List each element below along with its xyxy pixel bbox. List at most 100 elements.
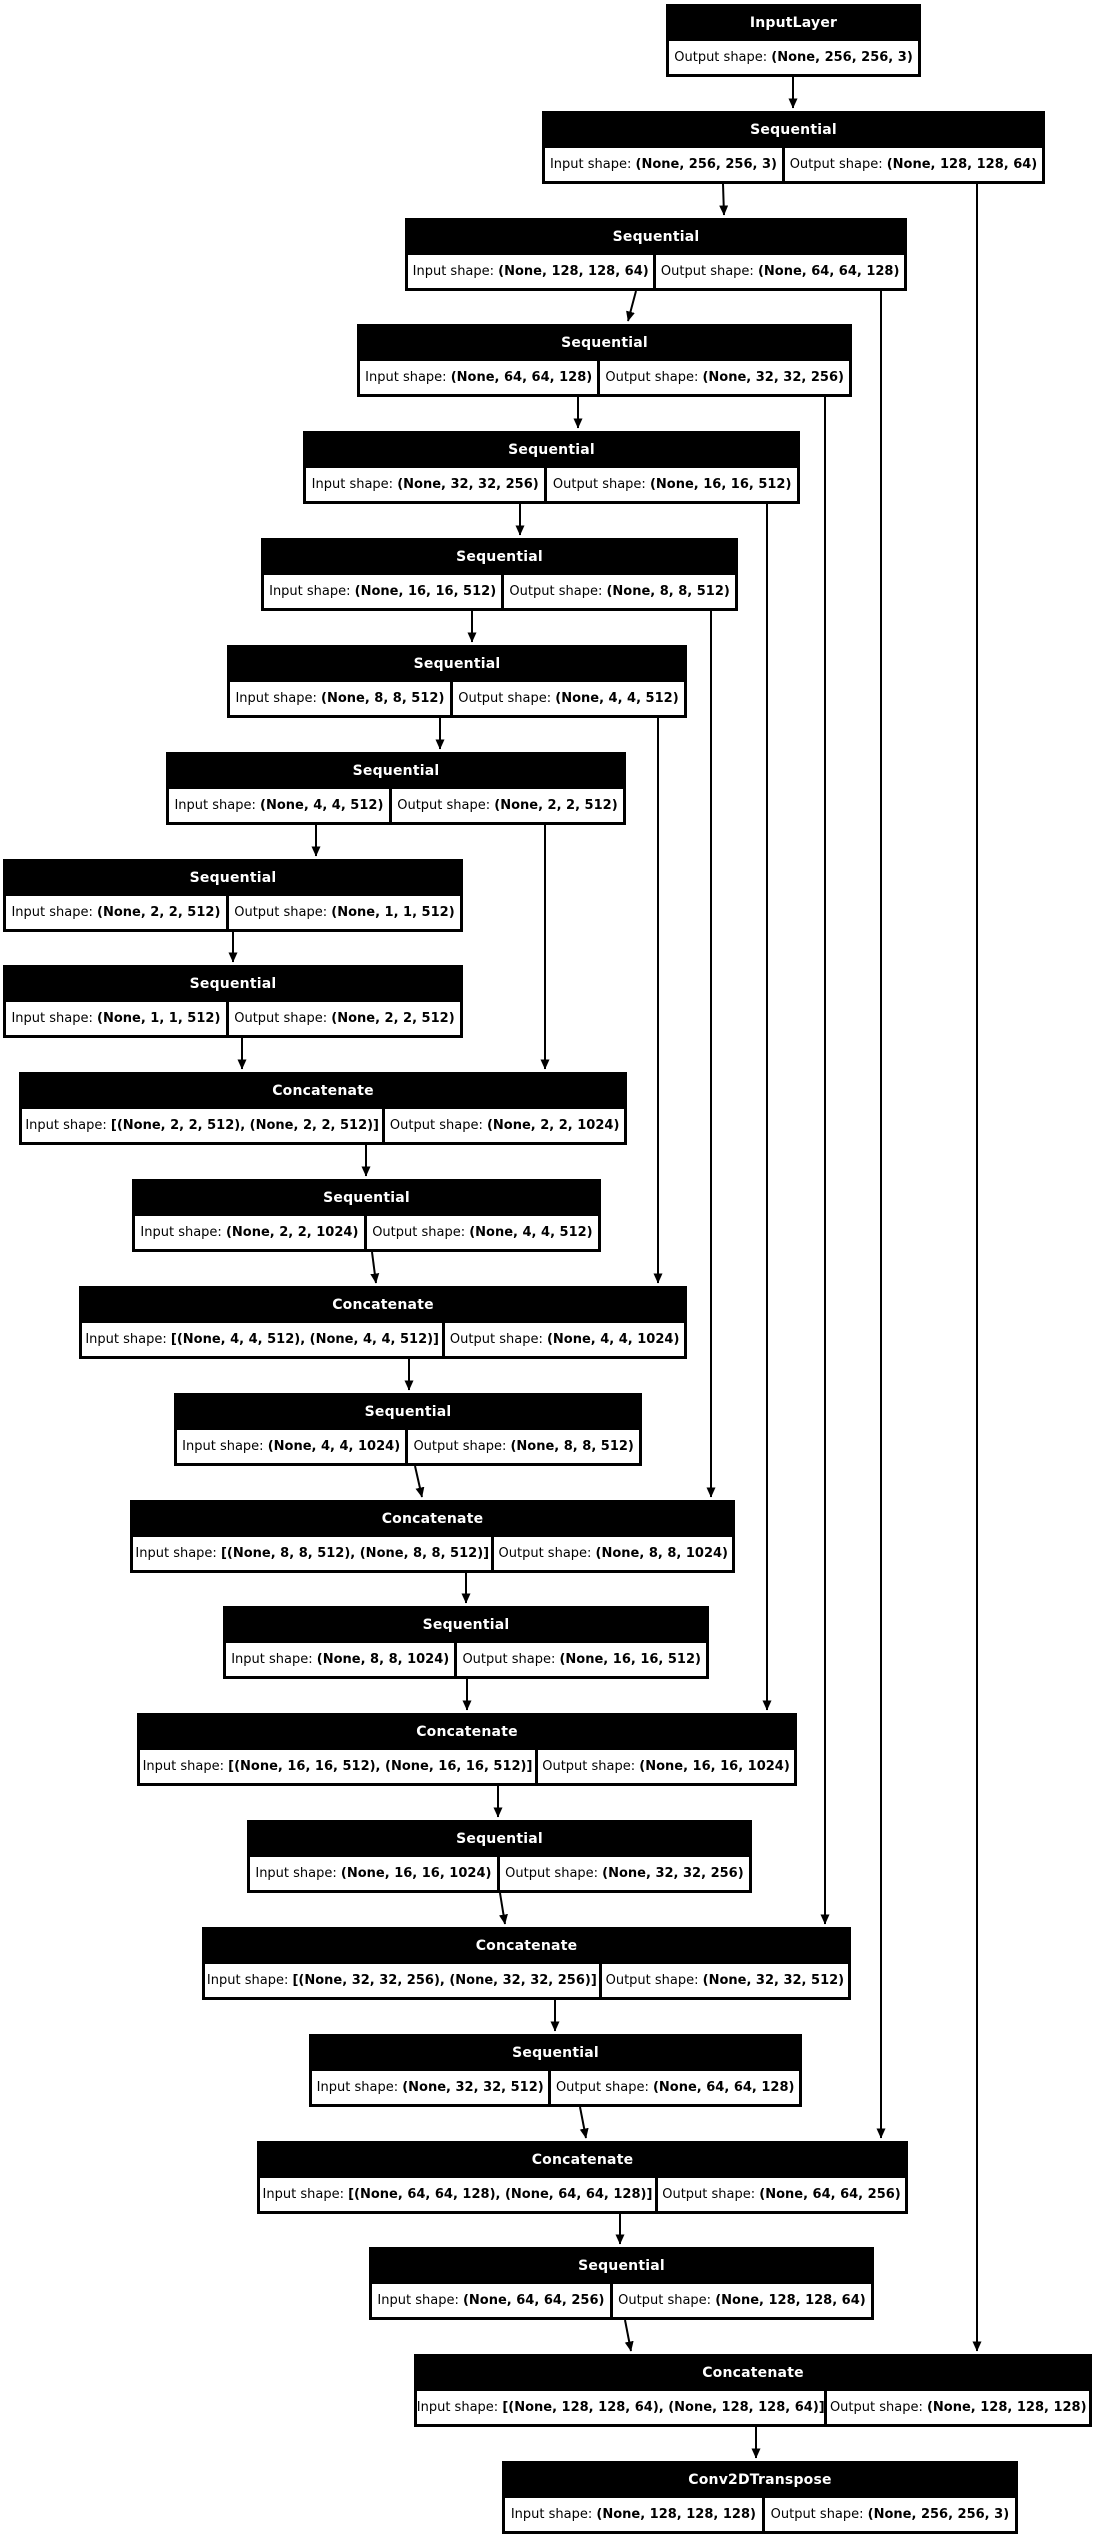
layer-node-sequential-9: Sequential Input shape: (None, 1, 1, 512… [3,965,463,1038]
output-shape-cell: Output shape: (None, 32, 32, 512) [601,1964,848,1997]
input-shape-cell: Input shape: [(None, 8, 8, 512), (None, … [133,1537,492,1570]
input-shape-cell: Input shape: (None, 1, 1, 512) [6,1002,226,1035]
input-shape-cell: Input shape: [(None, 2, 2, 512), (None, … [22,1109,383,1142]
shape-row: Input shape: (None, 64, 64, 128) Output … [357,361,852,397]
layer-node-sequential-11: Sequential Input shape: (None, 4, 4, 102… [174,1393,642,1466]
output-shape-cell: Output shape: (None, 8, 8, 512) [504,575,735,608]
layer-title: Sequential [422,1616,510,1633]
output-shape-cell: Output shape: (None, 4, 4, 512) [452,682,684,715]
layer-title: Sequential [413,655,501,672]
output-shape-cell: Output shape: (None, 128, 128, 64) [784,148,1042,181]
layer-node-sequential-15: Sequential Input shape: (None, 64, 64, 2… [369,2247,874,2320]
input-shape-cell: Input shape: (None, 8, 8, 512) [230,682,450,715]
shape-row: Input shape: (None, 32, 32, 512) Output … [309,2071,802,2107]
layer-title: Sequential [189,869,277,886]
shape-row: Input shape: (None, 128, 128, 64) Output… [405,255,907,291]
edge-seq10-to-concat2 [370,1251,380,1284]
input-shape-cell: Input shape: (None, 128, 128, 64) [408,255,654,288]
layer-title: Concatenate [381,1510,484,1527]
layer-title: Sequential [189,975,277,992]
layer-title: Sequential [352,762,440,779]
output-shape-cell: Output shape: (None, 32, 32, 256) [499,1857,749,1890]
shape-row: Input shape: (None, 16, 16, 1024) Output… [247,1857,752,1893]
layer-title: Sequential [323,1189,410,1206]
edge-seq11-to-concat3 [414,1465,425,1498]
layer-title: Sequential [508,441,595,458]
output-shape-cell: Output shape: (None, 16, 16, 512) [547,468,797,501]
layer-title: Sequential [750,121,837,138]
shape-row: Input shape: (None, 8, 8, 1024) Output s… [223,1643,709,1679]
output-shape-cell: Output shape: (None, 128, 128, 128) [827,2391,1089,2424]
input-shape-cell: Input shape: (None, 32, 32, 512) [312,2071,549,2104]
output-shape-cell: Output shape: (None, 128, 128, 64) [612,2284,871,2317]
output-shape-cell: Output shape: (None, 4, 4, 1024) [445,1323,684,1356]
layer-node-sequential-5: Sequential Input shape: (None, 16, 16, 5… [261,538,738,611]
layer-node-sequential-4: Sequential Input shape: (None, 32, 32, 2… [303,431,800,504]
layer-title: Sequential [364,1403,452,1420]
input-shape-cell: Input shape: [(None, 128, 128, 64), (Non… [417,2391,825,2424]
shape-row: Input shape: [(None, 32, 32, 256), (None… [202,1964,851,2000]
input-shape-cell: Input shape: (None, 8, 8, 1024) [226,1643,455,1676]
input-shape-cell: Input shape: (None, 16, 16, 512) [264,575,502,608]
input-shape-cell: Input shape: [(None, 32, 32, 256), (None… [205,1964,599,1997]
shape-row: Input shape: (None, 2, 2, 1024) Output s… [132,1216,601,1252]
input-shape-cell: Input shape: (None, 4, 4, 1024) [177,1430,406,1463]
layer-title: Concatenate [702,2364,804,2381]
shape-row: Input shape: [(None, 16, 16, 512), (None… [137,1750,797,1786]
shape-row: Input shape: (None, 4, 4, 512) Output sh… [166,789,626,825]
input-shape-cell: Input shape: [(None, 4, 4, 512), (None, … [82,1323,443,1356]
layer-title: Concatenate [332,1296,434,1313]
layer-title: Sequential [456,548,543,565]
shape-row: Input shape: [(None, 128, 128, 64), (Non… [414,2391,1092,2427]
shape-row: Input shape: (None, 2, 2, 512) Output sh… [3,896,463,932]
output-shape-cell: Output shape: (None, 16, 16, 512) [457,1643,706,1676]
layer-title: Concatenate [531,2151,634,2168]
layer-node-conv2dtranspose: Conv2DTranspose Input shape: (None, 128,… [502,2461,1018,2534]
shape-row: Input shape: (None, 16, 16, 512) Output … [261,575,738,611]
output-shape-cell: Output shape: (None, 2, 2, 512) [228,1002,460,1035]
layer-node-sequential-7: Sequential Input shape: (None, 4, 4, 512… [166,752,626,825]
edge-seq13-to-concat5 [499,1892,508,1925]
layer-title: Sequential [456,1830,543,1847]
output-shape-cell: Output shape: (None, 1, 1, 512) [228,896,460,929]
layer-title: Concatenate [475,1937,578,1954]
output-shape-cell: Output shape: (None, 16, 16, 1024) [538,1750,794,1783]
layer-node-sequential-3: Sequential Input shape: (None, 64, 64, 1… [357,324,852,397]
layer-node-sequential-8: Sequential Input shape: (None, 2, 2, 512… [3,859,463,932]
layer-node-sequential-12: Sequential Input shape: (None, 8, 8, 102… [223,1606,709,1679]
output-shape-cell: Output shape: (None, 4, 4, 512) [366,1216,598,1249]
layer-node-concatenate-4: Concatenate Input shape: [(None, 16, 16,… [137,1713,797,1786]
shape-row: Output shape: (None, 256, 256, 3) [666,41,921,77]
layer-title: Concatenate [416,1723,518,1740]
layer-node-sequential-1: Sequential Input shape: (None, 256, 256,… [542,111,1045,184]
layer-title: Sequential [561,334,648,351]
output-shape-cell: Output shape: (None, 8, 8, 512) [408,1430,639,1463]
input-shape-cell: Input shape: (None, 64, 64, 256) [372,2284,610,2317]
shape-row: Input shape: (None, 256, 256, 3) Output … [542,148,1045,184]
layer-node-concatenate-2: Concatenate Input shape: [(None, 4, 4, 5… [79,1286,687,1359]
layer-node-concatenate-5: Concatenate Input shape: [(None, 32, 32,… [202,1927,851,2000]
layer-title: Conv2DTranspose [688,2471,832,2488]
output-shape-cell: Output shape: (None, 32, 32, 256) [600,361,849,394]
output-shape-cell: Output shape: (None, 8, 8, 1024) [494,1537,732,1570]
output-shape-cell: Output shape: (None, 2, 2, 1024) [385,1109,624,1142]
input-shape-cell: Input shape: (None, 2, 2, 1024) [135,1216,364,1249]
input-shape-cell: Input shape: (None, 2, 2, 512) [6,896,226,929]
output-shape-cell: Output shape: (None, 64, 64, 128) [656,255,904,288]
layer-title: InputLayer [749,14,838,31]
layer-node-sequential-14: Sequential Input shape: (None, 32, 32, 5… [309,2034,802,2107]
shape-row: Input shape: (None, 32, 32, 256) Output … [303,468,800,504]
layer-node-concatenate-7: Concatenate Input shape: [(None, 128, 12… [414,2354,1092,2427]
edge-seq14-to-concat6 [579,2106,589,2139]
input-shape-cell: Input shape: (None, 32, 32, 256) [306,468,545,501]
shape-row: Input shape: (None, 1, 1, 512) Output sh… [3,1002,463,1038]
input-shape-cell: Input shape: (None, 256, 256, 3) [545,148,782,181]
input-shape-cell: Input shape: (None, 16, 16, 1024) [250,1857,497,1890]
layer-node-concatenate-6: Concatenate Input shape: [(None, 64, 64,… [257,2141,908,2214]
shape-row: Input shape: [(None, 4, 4, 512), (None, … [79,1323,687,1359]
shape-row: Input shape: [(None, 8, 8, 512), (None, … [130,1537,735,1573]
layer-node-inputlayer: InputLayer Output shape: (None, 256, 256… [666,4,921,77]
layer-title: Concatenate [272,1082,374,1099]
layer-title: Sequential [612,228,700,245]
output-shape-cell: Output shape: (None, 64, 64, 256) [657,2178,905,2211]
